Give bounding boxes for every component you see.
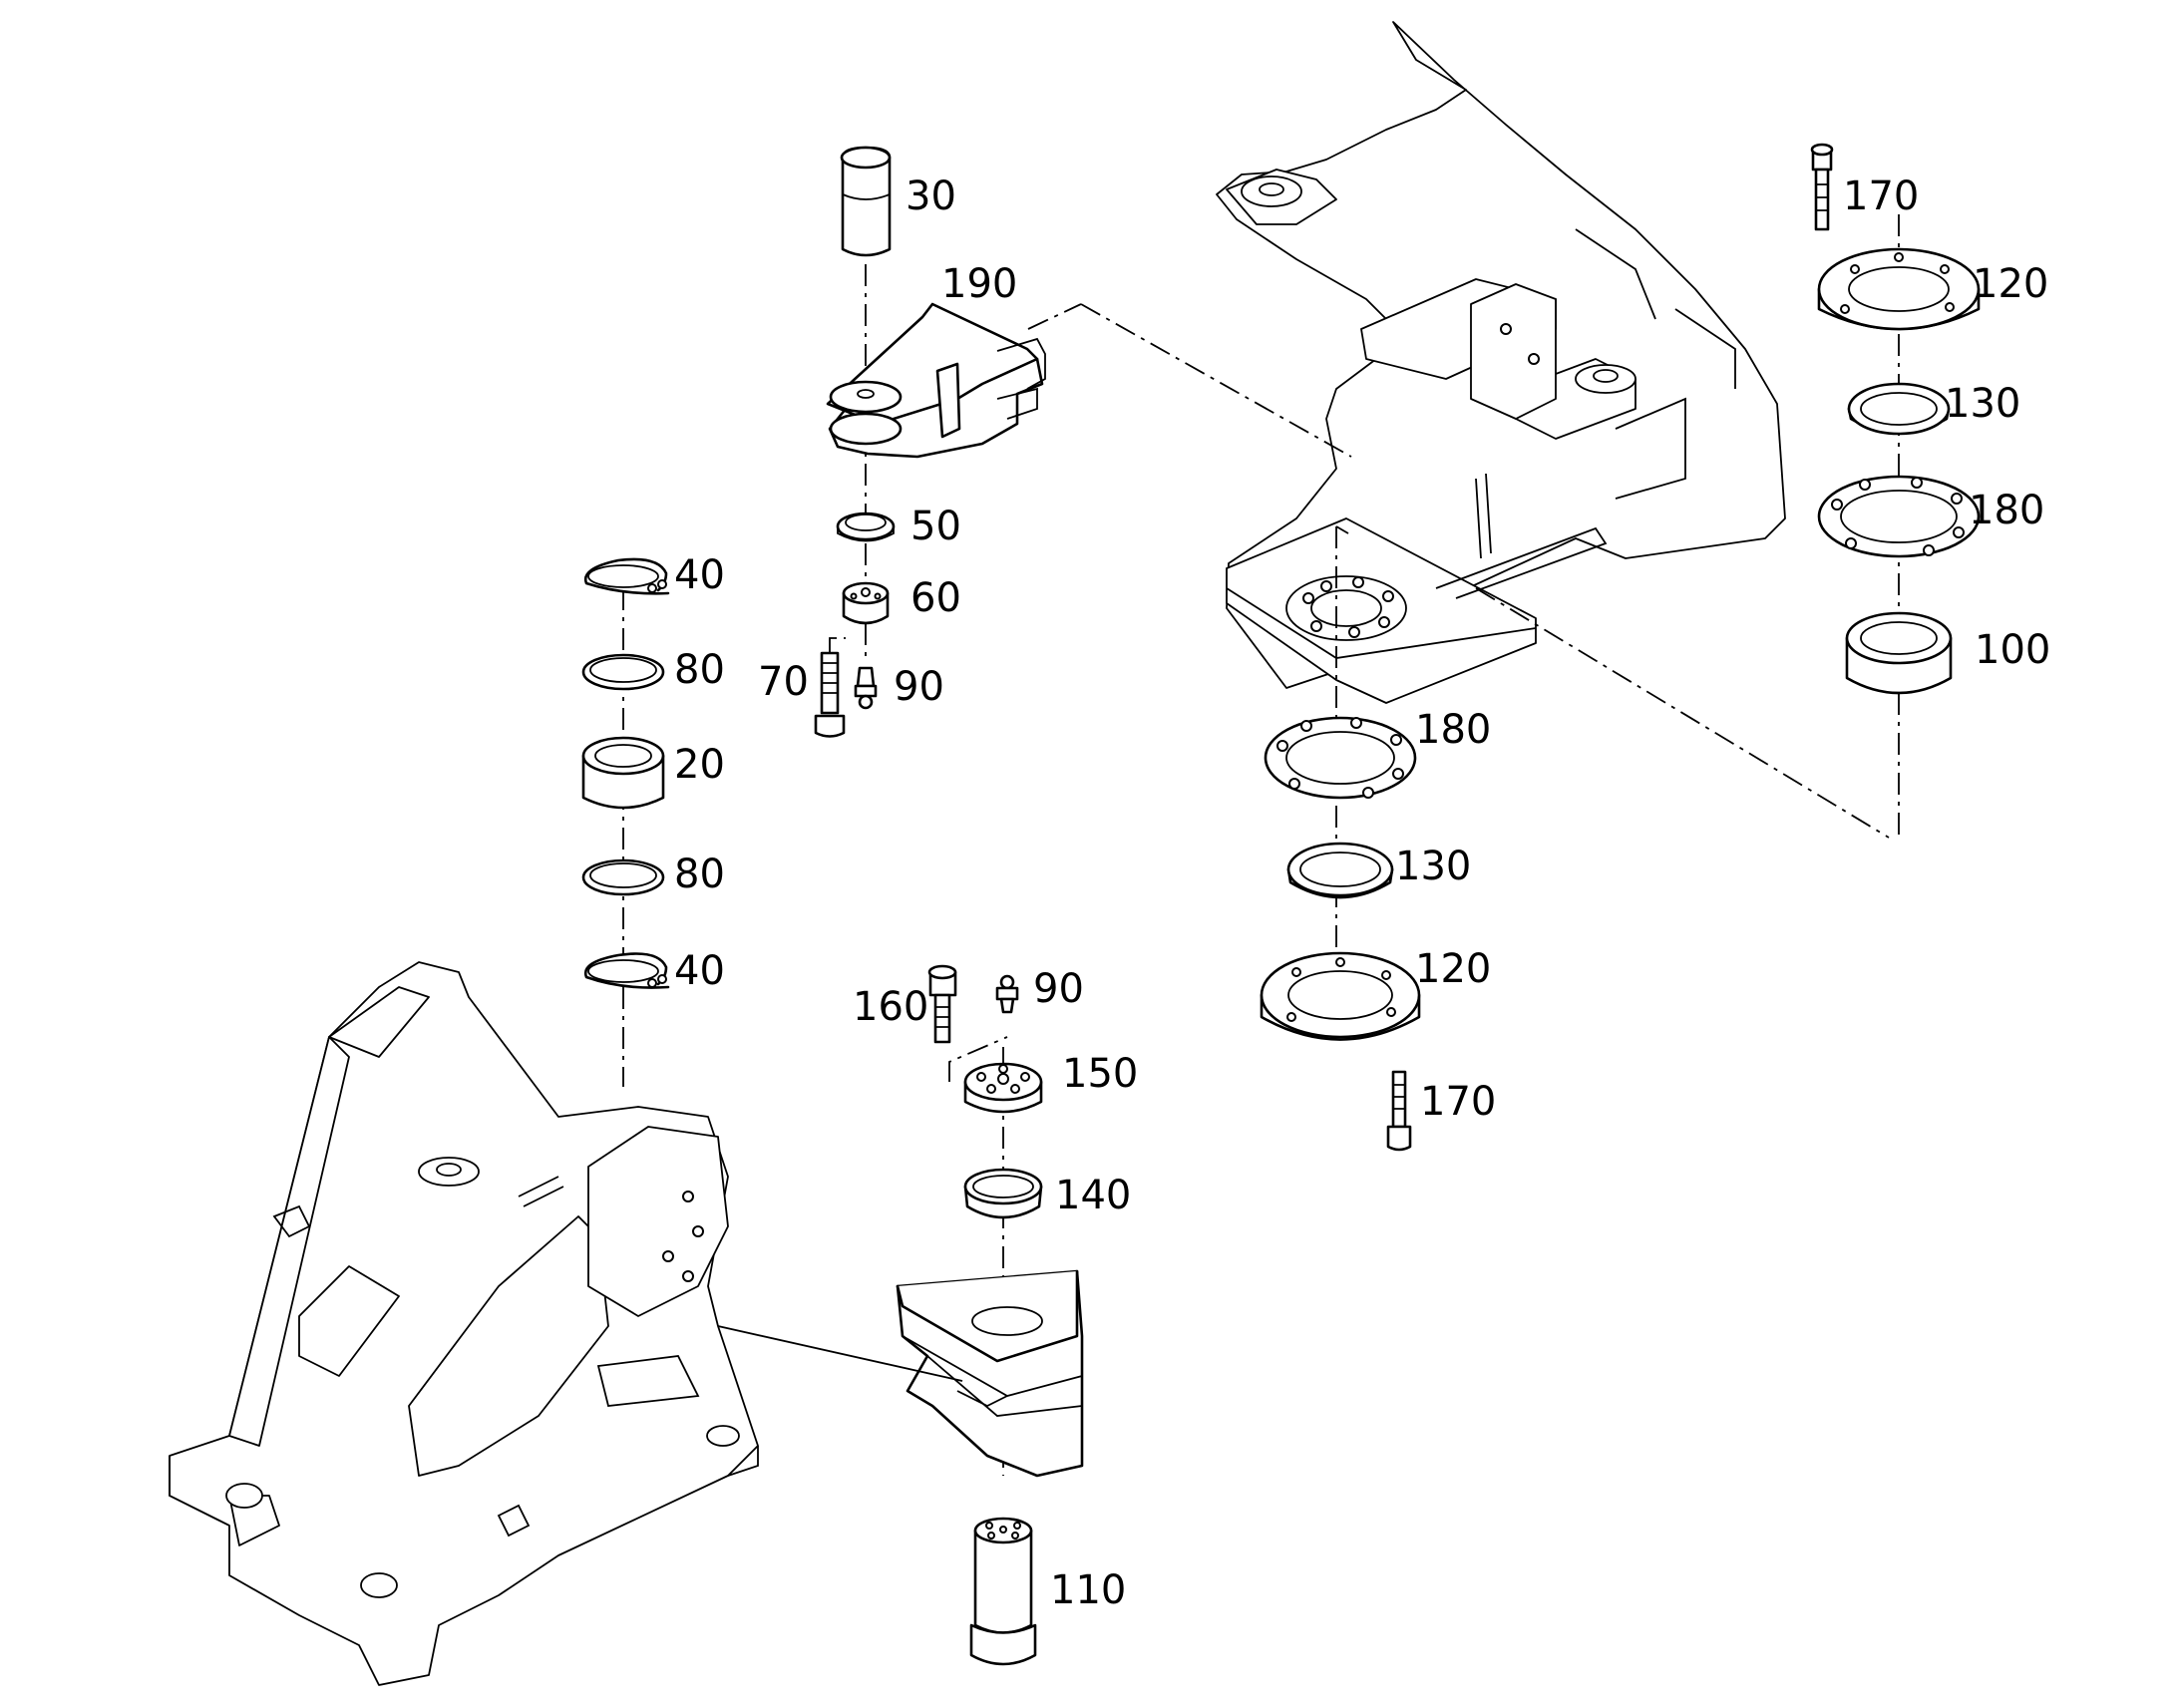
callout-60: 60 [910,575,961,621]
ring-130-top [1847,382,1951,436]
shim-180-bottom [1264,716,1417,800]
callout-190: 190 [941,261,1017,307]
leader-line [717,1325,963,1382]
callout-180-bottom: 180 [1415,707,1491,753]
callout-170-top: 170 [1843,173,1919,219]
callout-120-top: 120 [1973,261,2048,307]
circlip-40-bottom [583,952,670,989]
ring-140 [963,1168,1043,1219]
bracket-190 [826,302,1046,459]
callout-140: 140 [1055,1173,1131,1218]
flange-120-bottom [1260,951,1421,1041]
callout-90-top: 90 [894,664,944,710]
grease-fitting-90-bottom [995,974,1019,1014]
callout-100: 100 [1975,627,2050,673]
circlip-40-top [583,557,670,595]
bolt-70 [814,651,846,738]
callout-130-top: 130 [1945,381,2020,427]
bolt-160 [927,964,957,1044]
callout-80-bottom: 80 [674,852,725,897]
callout-120-bottom: 120 [1415,946,1491,992]
bearing-20 [581,736,665,810]
cap-60 [842,581,890,625]
callout-110: 110 [1050,1567,1126,1613]
callout-150: 150 [1062,1051,1138,1097]
bearing-100 [1845,611,1953,695]
rear-frame [1216,21,1786,704]
ring-80-bottom [581,858,665,896]
ring-80-top [581,653,665,691]
callout-160: 160 [853,984,928,1030]
callout-70: 70 [758,659,809,705]
flange-120-top [1817,247,1981,331]
front-frame [169,961,759,1686]
callout-80-top: 80 [674,647,725,693]
ring-50 [836,512,896,542]
callout-labels: 30 190 50 60 70 90 40 80 20 80 40 160 90… [674,173,2050,1613]
pin-30 [840,146,892,257]
ring-130-bottom [1286,842,1394,899]
callout-40-top: 40 [674,552,725,598]
shim-180-top [1817,475,1981,558]
bolt-170-top [1810,143,1834,231]
callout-180-top: 180 [1969,488,2044,533]
callout-30: 30 [906,173,956,219]
callout-20: 20 [674,742,725,788]
cap-150 [963,1062,1043,1114]
front-hinge-plate [896,1269,1084,1478]
grease-fitting-90-top [854,666,878,710]
callout-170-bottom: 170 [1420,1079,1496,1125]
callout-130-bottom: 130 [1395,844,1471,889]
callout-50: 50 [910,504,961,549]
callout-90-bottom: 90 [1033,966,1084,1012]
bolt-170-bottom [1386,1070,1412,1152]
pin-110 [969,1517,1037,1666]
callout-40-bottom: 40 [674,948,725,994]
